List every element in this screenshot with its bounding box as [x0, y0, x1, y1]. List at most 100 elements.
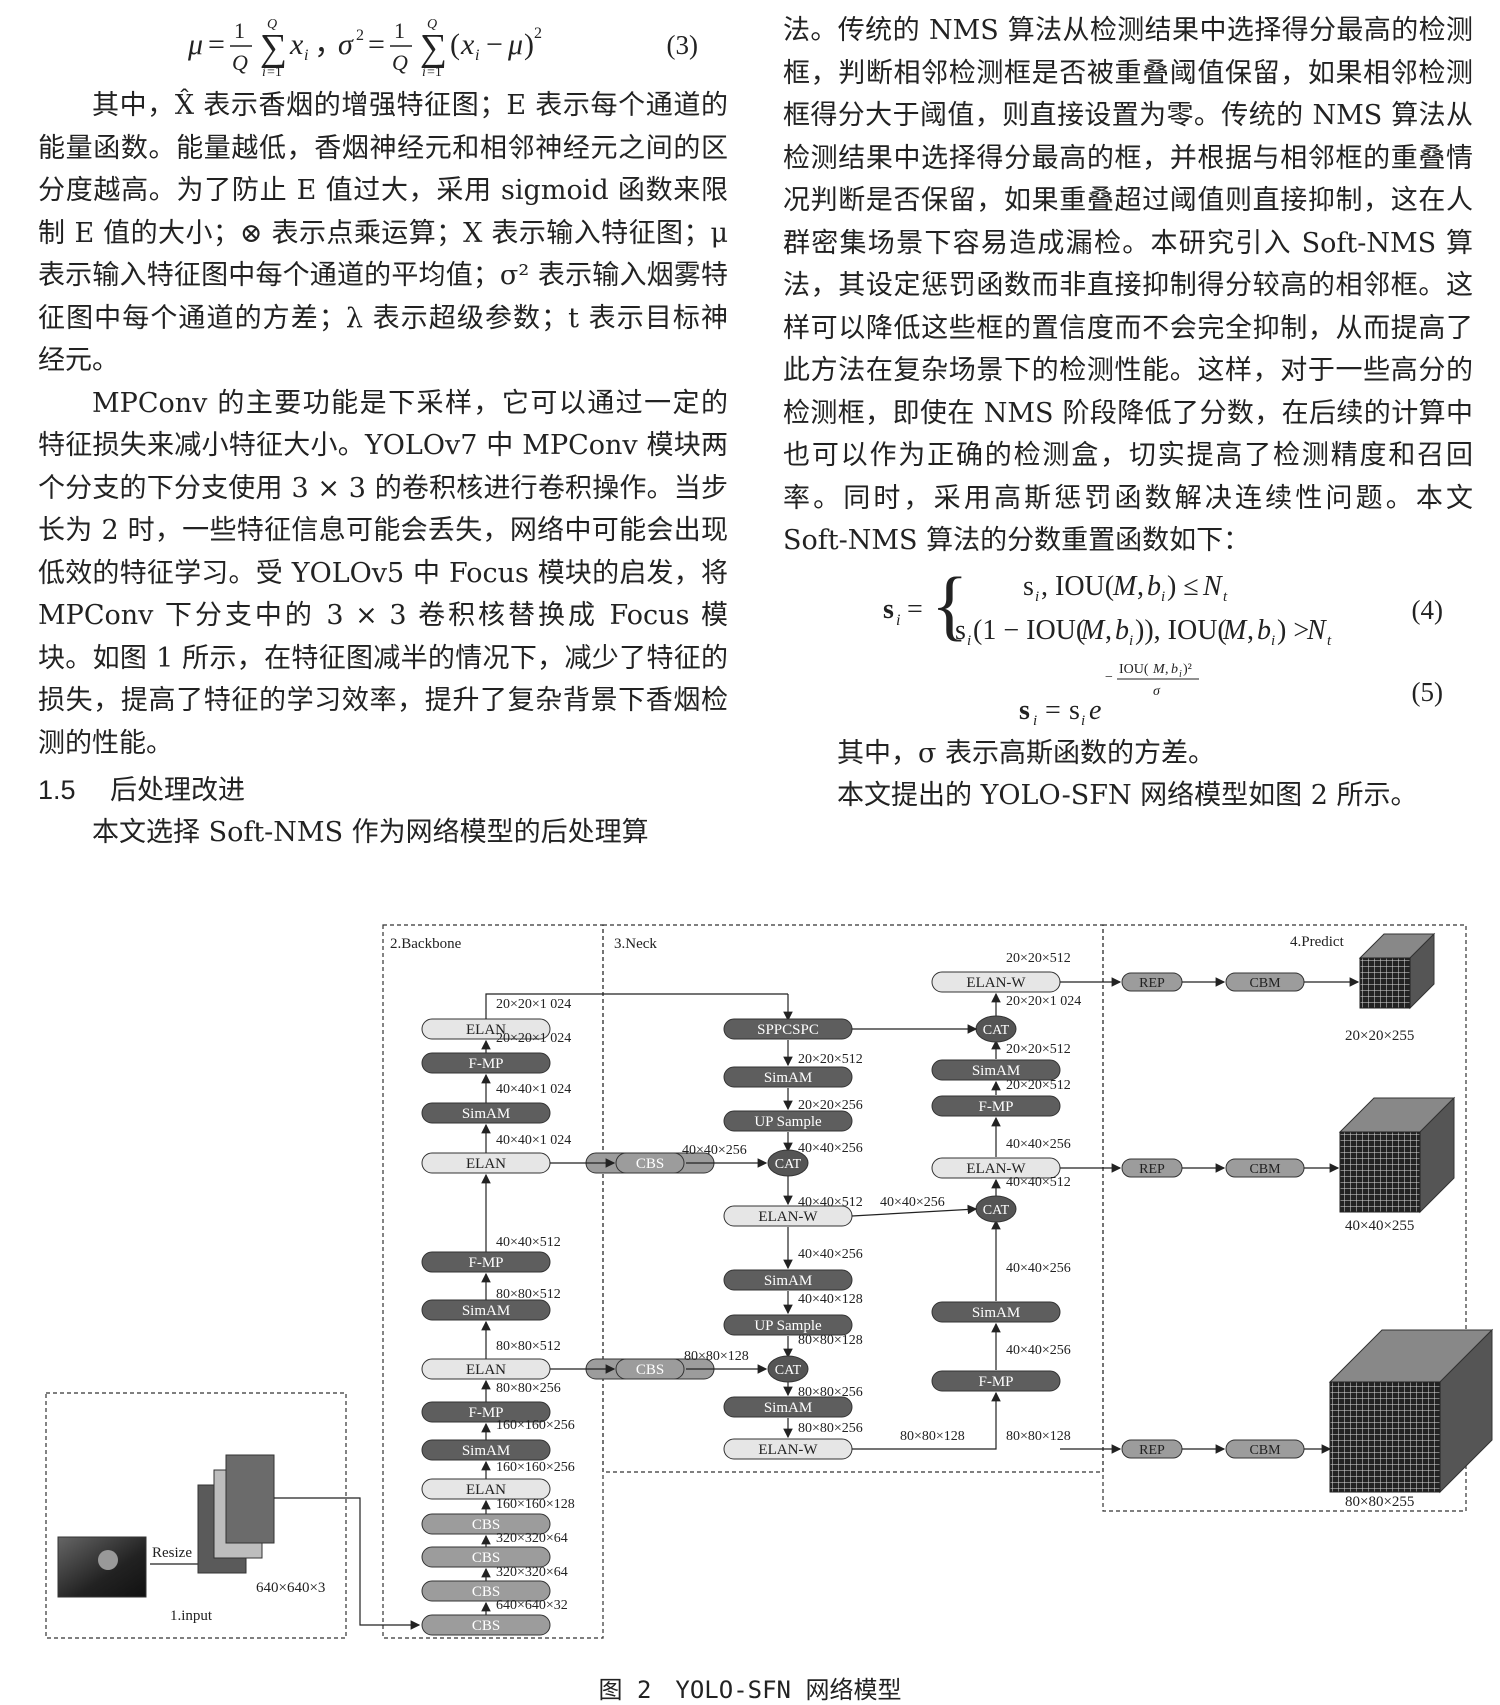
module-block [931, 1370, 1061, 1392]
svg-text:,: , [1247, 615, 1254, 646]
paragraph: 本文提出的 YOLO-SFN 网络模型如图 2 所示。 [837, 780, 1418, 811]
dimension-label: 40×40×256 [798, 1247, 863, 1262]
svg-text:x: x [289, 28, 304, 61]
svg-text:Q: Q [392, 50, 408, 75]
module-label: CBS [636, 1362, 664, 1378]
dimension-label: 80×80×128 [900, 1429, 965, 1444]
svg-text:2: 2 [356, 27, 364, 44]
module-label: F-MP [468, 1405, 503, 1421]
dimension-label: 160×160×128 [496, 1497, 575, 1512]
svg-text:i: i [1035, 589, 1039, 605]
svg-text:s: s [1069, 695, 1080, 726]
svg-text:μ: μ [507, 28, 523, 61]
module-block [421, 1513, 551, 1535]
dimension-label: 40×40×256 [798, 1141, 863, 1156]
module-block [723, 1269, 853, 1291]
svg-text:2: 2 [534, 25, 542, 42]
module-label: CBM [1249, 976, 1281, 991]
resize-label: Resize [152, 1545, 192, 1561]
dimension-label: 20×20×512 [798, 1052, 863, 1067]
svg-text:e: e [1089, 695, 1101, 726]
dimension-label: 320×320×64 [496, 1565, 568, 1580]
svg-text:t: t [1327, 633, 1332, 649]
input-photo-detail [98, 1550, 118, 1570]
module-block [421, 1299, 551, 1321]
svg-text:(1 − IOU(: (1 − IOU( [973, 615, 1085, 646]
svg-text:i: i [422, 65, 426, 80]
module-label: REP [1139, 1162, 1165, 1177]
svg-text:b: b [1257, 615, 1271, 646]
dimension-label: 20×20×512 [1006, 951, 1071, 966]
svg-text:i: i [896, 612, 900, 629]
svg-text:b: b [1115, 615, 1129, 646]
module-block [421, 1052, 551, 1074]
output-size-label: 20×20×255 [1345, 1028, 1414, 1044]
module-block [723, 1396, 853, 1418]
module-label: CBS [472, 1550, 500, 1566]
section-label: 3.Neck [614, 936, 657, 952]
section-label: 1.input [170, 1608, 213, 1624]
dimension-label: 320×320×64 [496, 1531, 568, 1546]
dimension-label: 40×40×256 [682, 1143, 747, 1158]
cat-node [767, 1355, 809, 1383]
svg-text:∑: ∑ [260, 27, 287, 69]
module-label: ELAN [466, 1482, 506, 1498]
module-label: SimAM [764, 1273, 812, 1289]
dimension-label: 40×40×256 [1006, 1261, 1071, 1276]
module-label: CBM [1249, 1443, 1281, 1458]
module-label: ELAN-W [758, 1442, 818, 1458]
svg-text:Q: Q [232, 50, 248, 75]
svg-text:M: M [1080, 615, 1106, 646]
dimension-label: 20×20×256 [798, 1098, 863, 1113]
module-block [931, 1301, 1061, 1323]
module-block [421, 1102, 551, 1124]
svg-text:s: s [883, 594, 894, 625]
dimension-label: 20×20×1 024 [496, 997, 571, 1012]
svg-text:IOU(: IOU( [1119, 662, 1149, 677]
cat-label: CAT [983, 1023, 1010, 1038]
input-frame [45, 1392, 347, 1639]
svg-text:μ: μ [187, 28, 203, 61]
module-block [421, 1614, 551, 1636]
svg-text:=: = [208, 28, 225, 61]
module-label: SimAM [462, 1303, 510, 1319]
svg-text:i: i [475, 47, 479, 64]
module-label: F-MP [468, 1255, 503, 1271]
module-block [421, 1401, 551, 1423]
output-cube-large [1329, 1381, 1441, 1493]
module-block [723, 1110, 853, 1132]
equation-5-number: (5) [1411, 676, 1443, 707]
module-label: ELAN-W [966, 1161, 1026, 1177]
svg-text:=1: =1 [427, 65, 442, 80]
svg-text:=: = [907, 594, 923, 625]
dimension-label: 40×40×512 [1006, 1175, 1071, 1190]
svg-text:σ: σ [1153, 684, 1161, 699]
svg-text:M: M [1152, 662, 1166, 677]
module-block [931, 1059, 1061, 1081]
svg-text:b: b [1171, 662, 1178, 677]
svg-text:s: s [1023, 571, 1034, 602]
dimension-label: 80×80×256 [798, 1421, 863, 1436]
svg-text:,: , [1137, 571, 1144, 602]
module-label: REP [1139, 976, 1165, 991]
module-block [421, 1478, 551, 1500]
module-block [421, 1439, 551, 1461]
module-label: CBM [1249, 1162, 1281, 1177]
svg-text:1: 1 [394, 18, 405, 43]
svg-text:(: ( [450, 28, 460, 61]
svg-text:i: i [1271, 633, 1275, 649]
module-label: SPPCSPC [757, 1022, 819, 1038]
svg-text:) ≤: ) ≤ [1167, 571, 1199, 602]
svg-text:)²: )² [1183, 662, 1192, 677]
paragraph: 其中，X̂ 表示香烟的增强特征图；E 表示每个通道的能量函数。能量越低，香烟神经… [38, 90, 728, 376]
connector-arrow [851, 1204, 978, 1217]
dimension-label: 40×40×1 024 [496, 1082, 571, 1097]
svg-text:i: i [1179, 669, 1182, 680]
dimension-label: 80×80×128 [798, 1333, 863, 1348]
connector-arrow [852, 1391, 1001, 1450]
